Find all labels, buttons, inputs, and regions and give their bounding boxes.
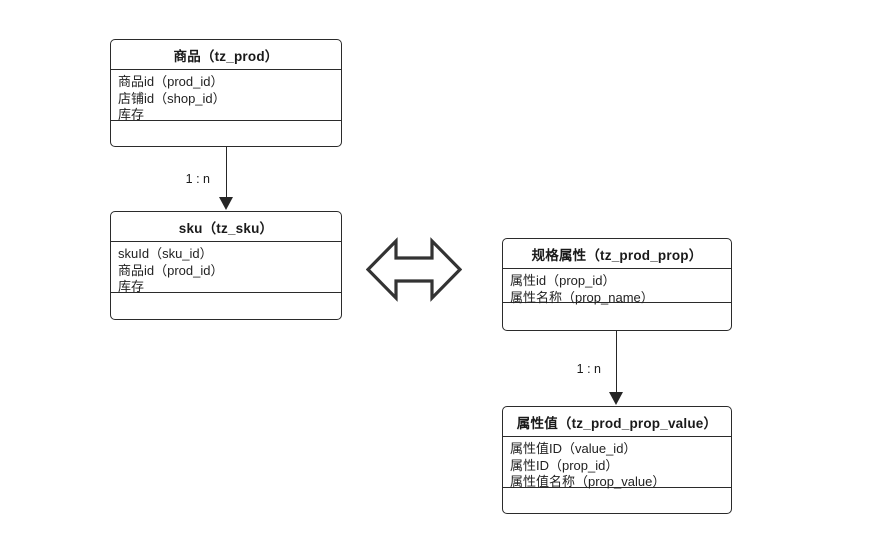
relation-arrowhead-icon xyxy=(609,392,623,405)
entity-tz-sku[interactable]: sku（tz_sku） skuId（sku_id） 商品id（prod_id） … xyxy=(110,211,342,320)
attribute-row: skuId（sku_id） xyxy=(118,246,213,261)
entity-tz-prod-methods xyxy=(111,121,341,145)
entity-tz-prod-prop-value-methods xyxy=(503,488,731,512)
relation-label: 1 : n xyxy=(576,362,601,376)
entity-tz-prod-prop-methods xyxy=(503,303,731,330)
entity-tz-prod-prop-attributes: 属性id（prop_id） 属性名称（prop_name） xyxy=(503,269,731,305)
entity-tz-prod-prop-value[interactable]: 属性值（tz_prod_prop_value） 属性值ID（value_id） … xyxy=(502,406,732,514)
entity-tz-prod-prop-value-title: 属性值（tz_prod_prop_value） xyxy=(503,407,731,437)
entity-tz-prod[interactable]: 商品（tz_prod） 商品id（prod_id） 店铺id（shop_id） … xyxy=(110,39,342,147)
entity-tz-prod-attributes: 商品id（prod_id） 店铺id（shop_id） 库存 xyxy=(111,70,341,122)
entity-tz-prod-prop-title: 规格属性（tz_prod_prop） xyxy=(503,239,731,269)
entity-tz-prod-title: 商品（tz_prod） xyxy=(111,40,341,70)
attribute-row: 属性值名称（prop_value） xyxy=(510,474,666,489)
bidirectional-arrow-icon xyxy=(365,236,463,303)
attribute-row: 店铺id（shop_id） xyxy=(118,90,226,106)
attribute-row: 属性值ID（value_id） xyxy=(510,441,637,456)
relation-label: 1 : n xyxy=(185,172,210,186)
attribute-row: 库存 xyxy=(118,279,145,294)
attribute-row: 属性名称（prop_name） xyxy=(510,289,654,305)
attribute-row: 商品id（prod_id） xyxy=(118,74,224,89)
entity-tz-prod-prop-value-attributes: 属性值ID（value_id） 属性ID（prop_id） 属性值名称（prop… xyxy=(503,437,731,489)
entity-tz-prod-prop[interactable]: 规格属性（tz_prod_prop） 属性id（prop_id） 属性名称（pr… xyxy=(502,238,732,331)
relation-arrowhead-icon xyxy=(219,197,233,210)
entity-tz-sku-attributes: skuId（sku_id） 商品id（prod_id） 库存 xyxy=(111,242,341,294)
attribute-row: 库存 xyxy=(118,107,145,122)
relation-line xyxy=(616,331,617,393)
relation-line xyxy=(226,147,227,198)
entity-tz-sku-title: sku（tz_sku） xyxy=(111,212,341,242)
entity-tz-sku-methods xyxy=(111,293,341,318)
attribute-row: 商品id（prod_id） xyxy=(118,262,224,278)
attribute-row: 属性id（prop_id） xyxy=(510,273,616,288)
attribute-row: 属性ID（prop_id） xyxy=(510,457,619,473)
